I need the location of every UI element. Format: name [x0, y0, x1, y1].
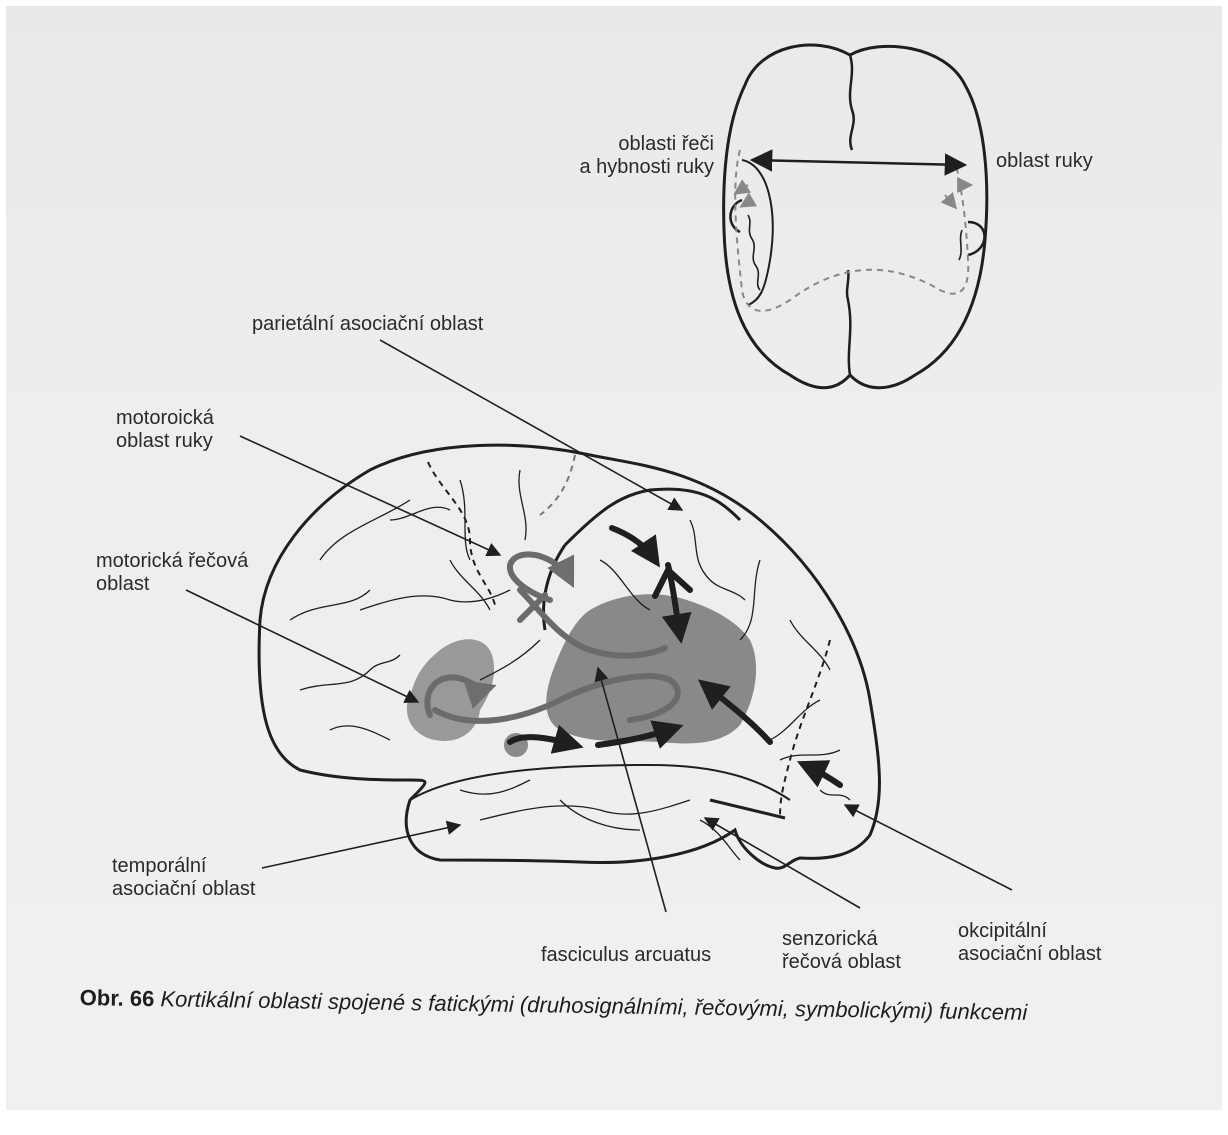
caption-number: Obr. 66	[80, 985, 155, 1011]
label-motor-hand-area: motoroická oblast ruky	[116, 407, 214, 453]
label-hand-area: oblast ruky	[996, 150, 1093, 173]
top-view-brain	[724, 45, 987, 388]
top-right-ear	[968, 222, 985, 255]
label-temporal-association-area: temporální asociační oblast	[112, 855, 255, 901]
label-fasciculus-arcuatus: fasciculus arcuatus	[541, 944, 711, 967]
top-brain-fissure-back	[847, 270, 850, 375]
top-brain-outline	[724, 45, 987, 388]
label-motor-speech-area: motorická řečová oblast	[96, 550, 248, 596]
wernicke-area-shading	[546, 594, 756, 743]
lateral-brain	[186, 340, 1012, 912]
label-parietal-association-area: parietální asociační oblast	[252, 313, 483, 336]
label-sensory-speech-area: senzorická řečová oblast	[782, 928, 901, 974]
label-occipital-association-area: okcipitální asociační oblast	[958, 920, 1101, 966]
label-speech-hand-areas: oblasti řeči a hybnosti ruky	[556, 133, 714, 179]
top-brain-fissure-front	[850, 55, 854, 150]
